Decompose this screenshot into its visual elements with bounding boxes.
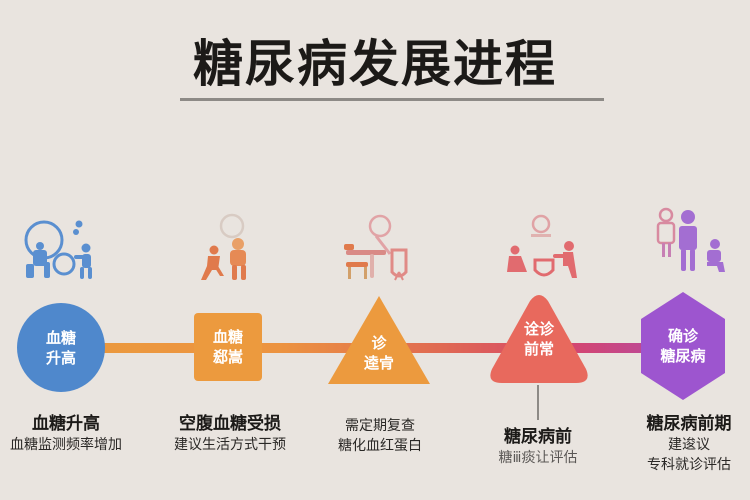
node-label-line1: 诠诊 xyxy=(523,320,554,338)
node-label-line1: 确诊 xyxy=(667,327,698,345)
stage-node-prediabetes[interactable]: 诠诊 前常 xyxy=(488,293,590,385)
stage-desc-line2: 糖化血红蛋白 xyxy=(338,438,422,454)
stage-node-blood-sugar-rise[interactable]: 血糖 升高 xyxy=(17,303,105,392)
people-with-glucose-meter-icon xyxy=(24,220,92,279)
stage-node-periodic-checkup[interactable]: 诊 逵肻 xyxy=(328,296,430,384)
stage-desc-line2: 专科就诊评估 xyxy=(647,457,731,473)
node-label-line1: 诊 xyxy=(371,334,387,352)
stage-node-impaired-fasting[interactable]: 血糖 郄嵩 xyxy=(194,313,262,381)
stage-title: 空腹血糖受损 xyxy=(179,414,281,434)
title-divider xyxy=(180,98,604,101)
stage-desc: 血糖监测频率增加 xyxy=(10,437,122,453)
doctor-consultation-icon xyxy=(507,214,577,278)
node-label-line2: 糖尿病 xyxy=(660,347,706,365)
family-group-icon xyxy=(656,207,725,272)
stage-label-3: 需定期复查 糖化血红蛋白 xyxy=(320,416,440,456)
rounded-triangle-shape xyxy=(490,295,588,383)
stage-node-diagnosed-diabetes[interactable]: 确诊 糖尿病 xyxy=(641,292,725,400)
stage-label-2: 空腹血糖受损 建议生活方式干预 xyxy=(160,413,300,455)
stage-title: 血糖升高 xyxy=(32,414,100,434)
stage-desc-line1: 建逡议 xyxy=(668,437,710,453)
stage-desc: 糖ⅲ痰让评估 xyxy=(498,450,578,466)
node-label-line2: 前常 xyxy=(523,340,554,358)
caregiver-helping-patient-icon xyxy=(201,213,246,280)
stage-title: 糖尿病前 xyxy=(504,427,572,447)
stage-desc: 建议生活方式干预 xyxy=(174,437,286,453)
stage-title: 糖尿病前期 xyxy=(646,414,732,434)
stage-label-1: 血糖升高 血糖监测频率增加 xyxy=(0,413,132,455)
stage-desc-line1: 需定期复查 xyxy=(345,418,415,434)
node-label-line2: 升高 xyxy=(45,348,76,367)
stage-4-pointer-line xyxy=(537,385,539,420)
node-label-line1: 血糖 xyxy=(212,328,243,346)
node-label-line2: 逵肻 xyxy=(363,354,394,372)
node-label-line2: 郄嵩 xyxy=(212,348,243,366)
patient-at-desk-checkup-icon xyxy=(344,214,408,281)
page-title: 糖尿病发展进程 xyxy=(193,35,557,93)
node-label-line1: 血糖 xyxy=(45,328,76,347)
stage-label-5: 糖尿病前期 建逡议 专科就诊评估 xyxy=(635,413,743,475)
stage-label-4: 糖尿病前 糖ⅲ痰让评估 xyxy=(486,426,590,468)
